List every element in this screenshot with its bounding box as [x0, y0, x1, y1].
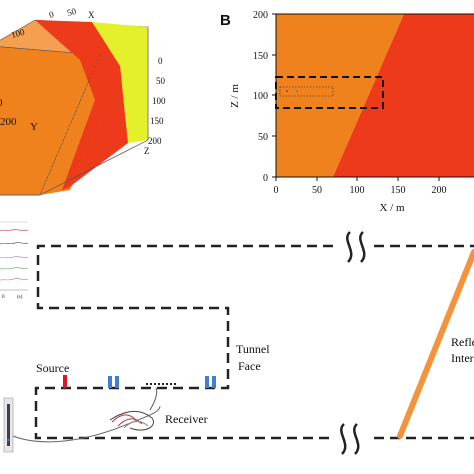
y-tick-50: 50	[258, 132, 268, 143]
section-y-ticks: 200 150 100 50 0	[253, 10, 276, 184]
trace-5	[0, 278, 29, 281]
block-side-red	[68, 66, 128, 188]
trace-3	[0, 256, 29, 259]
block-front-edge	[39, 54, 101, 196]
tunnel-face-label-line1: Tunnel	[236, 342, 270, 356]
x-tick-200: 200	[432, 185, 447, 196]
reflector-interface	[397, 249, 474, 439]
trace-4	[0, 267, 29, 270]
tunnel-face-label-line2: Face	[238, 359, 261, 373]
side-axis-ticks: 0 50 100 150 200 Z	[144, 56, 166, 156]
source-label: Source	[36, 361, 69, 375]
y-tick-150: 150	[253, 51, 268, 62]
receiver-label: Receiver	[165, 412, 208, 426]
side-tick-3: 150	[150, 116, 164, 126]
source-marker	[63, 375, 67, 388]
block-red-layer	[35, 20, 130, 190]
block-edges	[0, 27, 149, 196]
receiver-marker-3	[205, 376, 209, 388]
x-tick-50: 50	[312, 185, 322, 196]
top-tick-2: 100	[10, 27, 26, 40]
break-symbol-bottom	[340, 423, 360, 455]
side-tick-0: 0	[158, 56, 163, 66]
section-red-layer	[333, 14, 474, 177]
top-tick-0: 0	[48, 9, 55, 20]
tunnel-upper-left	[34, 244, 333, 440]
x-tick-150: 150	[391, 185, 406, 196]
section-x-ticks: 0 50 100 150 200	[274, 177, 447, 196]
panel-b-letter: B	[220, 12, 231, 29]
trace-1	[0, 229, 29, 232]
break-symbol-top	[346, 231, 366, 263]
front-labels: 0 200 Y	[0, 97, 38, 133]
waveform-inset: 0 (s)	[0, 221, 29, 300]
reflector-label-line2: Inter	[451, 351, 474, 365]
top-axis-ticks: 0 50 100 X	[10, 6, 95, 40]
y-tick-100: 100	[253, 91, 268, 102]
block-yellow-layer	[92, 22, 148, 143]
top-axis-label: X	[88, 10, 95, 20]
front-label-1: 200	[0, 116, 17, 128]
panel-b-section: B 200 150 100 50 0 Z / m 0 50 100	[220, 10, 474, 214]
side-tick-2: 100	[152, 96, 166, 106]
tunnel-zone-outline	[275, 76, 384, 109]
receiver-marker-4	[212, 376, 216, 388]
trace-2	[0, 242, 29, 245]
inset-tick-s: (s)	[17, 295, 23, 300]
tunnel-outline	[34, 244, 474, 440]
receiver-marker-2	[115, 376, 119, 388]
reflector-label-line1: Refle	[451, 335, 474, 349]
inset-tick-0: 0	[2, 295, 5, 300]
top-tick-1: 50	[66, 6, 78, 18]
section-xlabel: X / m	[379, 202, 405, 214]
cable-bundle	[5, 387, 161, 443]
side-axis-label: Z	[144, 146, 150, 156]
side-tick-4: 200	[148, 136, 162, 146]
x-tick-100: 100	[350, 185, 365, 196]
y-tick-0: 0	[263, 173, 268, 184]
tunnel-zone-source-dot	[286, 90, 288, 92]
section-orange-layer	[276, 14, 404, 177]
front-label-0: 0	[0, 97, 3, 109]
tunnel-zone-receiver-dot	[296, 90, 298, 92]
front-label-y: Y	[30, 121, 38, 133]
recording-device	[3, 397, 14, 453]
side-tick-1: 50	[156, 76, 166, 86]
section-ylabel: Z / m	[229, 84, 241, 108]
tunnel-zone-inner	[279, 86, 334, 97]
panel-c-schematic: 0 (s) Refle Inter Tunnel Face Source	[0, 221, 474, 455]
receiver-marker-1	[108, 376, 112, 388]
panel-a-block: 0 50 100 X 0 50 100 150 200 Z 0 200 Y	[0, 6, 166, 196]
y-tick-200: 200	[253, 10, 268, 21]
x-tick-0: 0	[274, 185, 279, 196]
